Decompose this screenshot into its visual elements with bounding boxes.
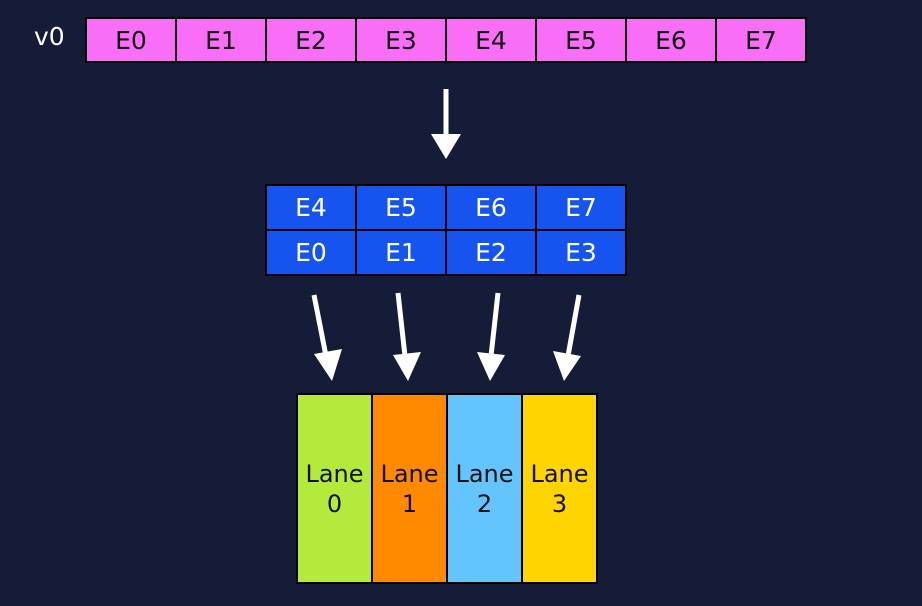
split-upper-cell-2: E6: [445, 184, 537, 231]
arrow-down-head: [431, 134, 461, 159]
arrow-lane-1-head: [393, 352, 421, 381]
arrow-lane-0-shaft: [311, 294, 329, 357]
register-element-0: E0: [85, 17, 177, 63]
register-element-4: E4: [445, 17, 537, 63]
arrow-to-lane-1: [393, 292, 421, 381]
lane-1-number: 1: [401, 489, 418, 518]
lane-0-word: Lane: [305, 459, 364, 488]
register-element-7: E7: [715, 17, 807, 63]
lane-group: Lane 0 Lane 1 Lane 2 Lane 3: [296, 393, 598, 584]
lane-1-word: Lane: [380, 459, 439, 488]
arrow-lane-1-shaft: [395, 292, 408, 357]
arrow-lane-3-shaft: [565, 294, 582, 357]
split-lower-cell-2: E2: [445, 229, 537, 276]
lane-0-number: 0: [326, 489, 343, 518]
split-lower-cell-0: E0: [265, 229, 357, 276]
lane-2-number: 2: [476, 489, 493, 518]
lane-2: Lane 2: [446, 393, 523, 584]
lane-3-word: Lane: [530, 459, 589, 488]
lane-1: Lane 1: [371, 393, 448, 584]
arrow-register-to-split: [431, 89, 461, 159]
split-lower-row: E0 E1 E2 E3: [265, 229, 627, 276]
register-element-2: E2: [265, 17, 357, 63]
split-lower-cell-1: E1: [355, 229, 447, 276]
split-grid: E4 E5 E6 E7 E0 E1 E2 E3: [265, 184, 627, 276]
arrow-lane-2-shaft: [488, 292, 501, 357]
arrow-to-lane-3: [553, 294, 582, 381]
lane-3: Lane 3: [521, 393, 598, 584]
arrow-lane-3-head: [553, 351, 581, 381]
arrow-to-lane-0: [311, 294, 342, 381]
lane-2-word: Lane: [455, 459, 514, 488]
arrow-lane-0-head: [314, 349, 342, 381]
arrow-to-lane-2: [477, 292, 505, 381]
arrow-lane-2-head: [477, 352, 505, 381]
register-element-5: E5: [535, 17, 627, 63]
register-element-3: E3: [355, 17, 447, 63]
lane-3-number: 3: [551, 489, 568, 518]
split-lower-cell-3: E3: [535, 229, 627, 276]
register-label: v0: [34, 22, 65, 51]
register-v0: E0 E1 E2 E3 E4 E5 E6 E7: [85, 17, 807, 63]
lane-0: Lane 0: [296, 393, 373, 584]
